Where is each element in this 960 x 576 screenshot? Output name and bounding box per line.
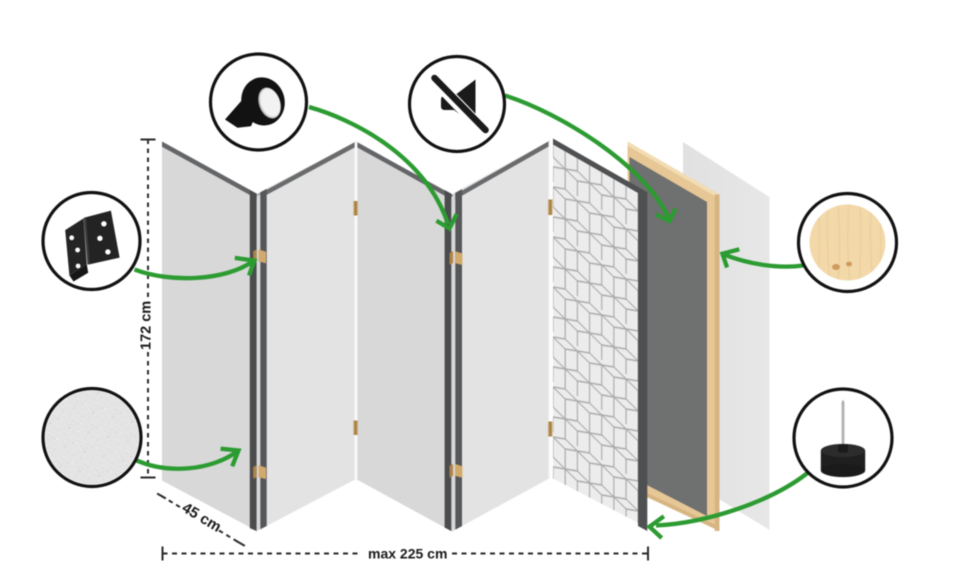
svg-text:max 225 cm: max 225 cm xyxy=(368,546,447,562)
svg-text:172 cm: 172 cm xyxy=(139,301,155,350)
